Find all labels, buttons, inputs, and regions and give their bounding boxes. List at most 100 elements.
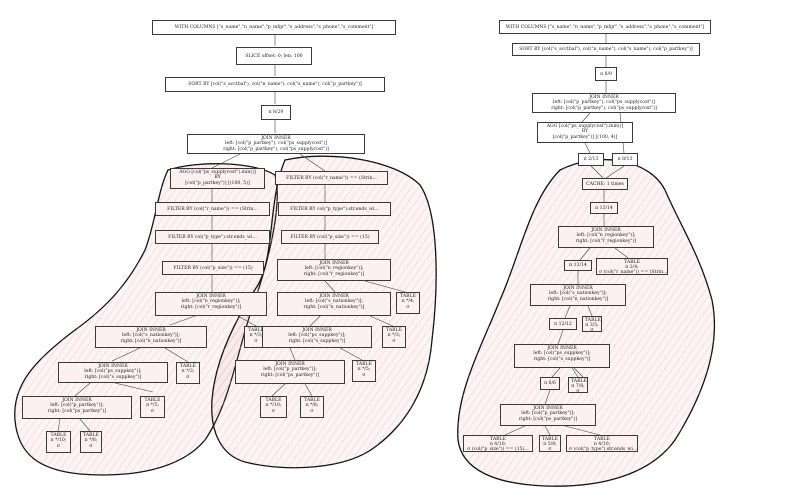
table-projection: π */5; <box>146 403 159 409</box>
join-part-node-b[interactable]: JOIN INNER left: [col("p_partkey")]; rig… <box>235 360 345 384</box>
table-node-a5[interactable]: TABLE π */10; σ <box>46 431 71 453</box>
join-title: JOIN INNER <box>196 294 226 299</box>
join-inner-top-node[interactable]: JOIN INNER left: [col("p_partkey"), col(… <box>187 134 365 154</box>
join-part-node-a[interactable]: JOIN INNER left: [col("p_partkey")]; rig… <box>22 396 132 419</box>
join-nation-node-b[interactable]: JOIN INNER left: [col("s_nationkey")]; r… <box>277 292 391 316</box>
right-table-ps-node[interactable]: TABLE π 4/10; σ (col("p_size")) == (15).… <box>463 435 533 452</box>
table-title: TABLE <box>624 260 640 265</box>
right-table-part-node[interactable]: TABLE π 5/8; σ <box>539 435 561 452</box>
filter-ptype-node-b[interactable]: FILTER BY col("p_type").str.ends_wi... <box>278 202 391 216</box>
join-title: JOIN INNER <box>136 328 166 333</box>
table-title: TABLE <box>356 362 372 367</box>
right-join-region-node[interactable]: JOIN INNER left: [col("n_regionkey")]; r… <box>558 226 654 248</box>
table-node-a6[interactable]: TABLE π */8; σ <box>80 431 102 453</box>
join-supp-node-a[interactable]: JOIN INNER left: [col("ps_suppkey")]; ri… <box>58 362 168 383</box>
projection-label: π 6/6 <box>544 381 556 386</box>
agg-keys: [col("p_partkey")] [(100, 5)] <box>185 180 250 186</box>
table-node-b2[interactable]: TABLE π */3; σ <box>382 326 406 348</box>
with-columns-label: WITH COLUMNS ["s_name","n_name","p_mfgr"… <box>174 25 374 30</box>
table-title: TABLE <box>265 398 282 403</box>
right-table-nation-node[interactable]: TABLE π 3/5; σ <box>582 316 602 332</box>
join-region-node-b[interactable]: JOIN INNER left: [col("n_regionkey")]; r… <box>277 259 391 281</box>
join-title: JOIN INNER <box>302 328 332 333</box>
right-join-supp-node[interactable]: JOIN INNER left: [col("ps_suppkey")]; ri… <box>514 344 610 368</box>
projection-label: π 2/13 <box>583 157 599 162</box>
right-table-supp-node[interactable]: TABLE π 7/8; σ <box>568 377 588 393</box>
filter-label: FILTER BY (col("p_size")) == (15) <box>290 235 370 240</box>
join-right-keys: right: [col("ps_partkey")] <box>518 416 578 422</box>
right-projection-count-node[interactable]: π 8/9 <box>595 67 617 81</box>
slice-label: SLICE offset: 0; len: 100 <box>245 54 303 59</box>
table-node-b1[interactable]: TABLE π */4; σ <box>396 292 420 314</box>
join-left-keys: left: [col("s_nationkey")]; <box>549 291 607 297</box>
table-title: TABLE <box>144 398 161 403</box>
filter-psize-node-a[interactable]: FILTER BY (col("p_size")) == (15) <box>162 261 264 275</box>
agg-node[interactable]: AGG [col("ps_supplycost").min()] BY [col… <box>170 168 265 189</box>
table-projection: π */5; <box>357 367 371 373</box>
join-right-keys: right: [col("s_suppkey")] <box>84 374 142 380</box>
table-projection: π */8; <box>84 438 98 444</box>
projection-label: π 12/12 <box>554 322 572 327</box>
table-node-a3[interactable]: TABLE π */5; σ <box>140 396 165 418</box>
filter-psize-node-b[interactable]: FILTER BY (col("p_size")) == (15) <box>281 230 379 244</box>
agg-title: AGG [col("ps_supplycost").min()] <box>546 124 624 129</box>
table-selection: σ (col("p_size")) == (15)... <box>467 447 529 452</box>
table-selection: σ (col("r_name")) == (Strin... <box>599 270 668 275</box>
right-join-nation-node[interactable]: JOIN INNER left: [col("s_nationkey")]; r… <box>530 284 626 306</box>
agg-by: BY <box>581 129 589 135</box>
cache-node[interactable]: CACHE: 1 times <box>582 178 628 190</box>
table-selection: σ <box>362 372 366 378</box>
join-left-keys: left: [col("ps_suppkey")]; <box>288 333 346 339</box>
join-right-keys: right: [col("r_regionkey")] <box>303 271 365 277</box>
filter-label: FILTER BY col("p_type").str.ends_wi... <box>168 235 257 240</box>
right-join-inner-top-node[interactable]: JOIN INNER left: [col("p_partkey"), col(… <box>532 93 676 113</box>
filter-rname-node-a[interactable]: FILTER BY (col("r_name")) == (Strin... <box>155 202 270 216</box>
right-with-columns-node[interactable]: WITH COLUMNS ["s_name","n_name","p_mfgr"… <box>499 20 711 34</box>
table-projection: π 4/10; <box>489 442 507 447</box>
right-projection-right-node[interactable]: π 8/13 <box>612 153 638 166</box>
right-nation-projection-node[interactable]: π 12/12 <box>549 318 577 330</box>
join-title: JOIN INNER <box>563 286 593 291</box>
right-table-p-node[interactable]: TABLE π 4/10; σ (col("p_type").str.ends_… <box>566 435 638 452</box>
projection-count-node[interactable]: n 8/29 <box>261 105 291 120</box>
join-title: JOIN INNER <box>261 136 291 141</box>
projection-label: π 8/13 <box>617 157 633 162</box>
table-selection: σ <box>392 338 396 344</box>
slice-node[interactable]: SLICE offset: 0; len: 100 <box>236 47 312 65</box>
right-table-region-node[interactable]: TABLE π 2/4; σ (col("r_name")) == (Strin… <box>596 258 668 275</box>
right-join-part-node[interactable]: JOIN INNER left: [col("p_partkey")]; rig… <box>500 404 596 426</box>
table-node-b3[interactable]: TABLE π */5; σ <box>352 360 376 382</box>
table-projection: π 2/4; <box>625 265 639 270</box>
table-title: TABLE <box>386 328 402 333</box>
table-node-a2[interactable]: TABLE π */3; σ <box>176 362 200 384</box>
join-right-keys: right: [col("s_suppkey")] <box>533 356 591 362</box>
join-left-keys: left: [col("s_nationkey")]; <box>305 299 363 305</box>
join-nation-node-a[interactable]: JOIN INNER left: [col("s_nationkey")]; r… <box>95 326 207 348</box>
cache-projection-node[interactable]: π 13/14 <box>590 202 618 214</box>
join-title: JOIN INNER <box>547 346 577 351</box>
table-selection: σ <box>271 408 276 414</box>
right-supp-projection-node[interactable]: π 6/6 <box>540 377 560 390</box>
join-region-node-a[interactable]: JOIN INNER left: [col("n_regionkey")]; r… <box>155 292 267 316</box>
filter-ptype-node-a[interactable]: FILTER BY col("p_type").str.ends_wi... <box>155 230 270 244</box>
join-right-keys: right: [col("r_regionkey")] <box>575 238 637 244</box>
agg-by: BY <box>214 175 221 181</box>
right-region-projection-node[interactable]: π 13/14 <box>564 260 592 271</box>
table-projection: π */10; <box>50 438 67 444</box>
join-supp-node-b[interactable]: JOIN INNER left: [col("ps_suppkey")]; ri… <box>262 326 372 348</box>
join-title: JOIN INNER <box>319 261 349 266</box>
filter-rname-node-b[interactable]: FILTER BY (col("r_name")) == (Strin... <box>275 171 388 185</box>
table-title: TABLE <box>594 437 610 442</box>
agg-title: AGG [col("ps_supplycost").min()] <box>179 170 256 175</box>
right-agg-node[interactable]: AGG [col("ps_supplycost").min()] BY [col… <box>537 122 633 143</box>
right-sort-node[interactable]: SORT BY [col("s_acctbal"), col("n_name")… <box>512 43 700 56</box>
table-title: TABLE <box>180 364 196 369</box>
table-projection: π */10; <box>265 403 282 409</box>
table-node-b5[interactable]: TABLE π */8; σ <box>300 396 324 418</box>
sort-node[interactable]: SORT BY [col("s_acctbal"), col("n_name")… <box>165 77 385 92</box>
with-columns-node[interactable]: WITH COLUMNS ["s_name","n_name","p_mfgr"… <box>152 20 396 35</box>
right-projection-left-node[interactable]: π 2/13 <box>578 153 604 166</box>
filter-label: FILTER BY col("p_type").str.ends_wi... <box>290 207 379 212</box>
table-projection: π */3; <box>387 333 401 339</box>
table-node-b4[interactable]: TABLE π */10; σ <box>260 396 287 418</box>
